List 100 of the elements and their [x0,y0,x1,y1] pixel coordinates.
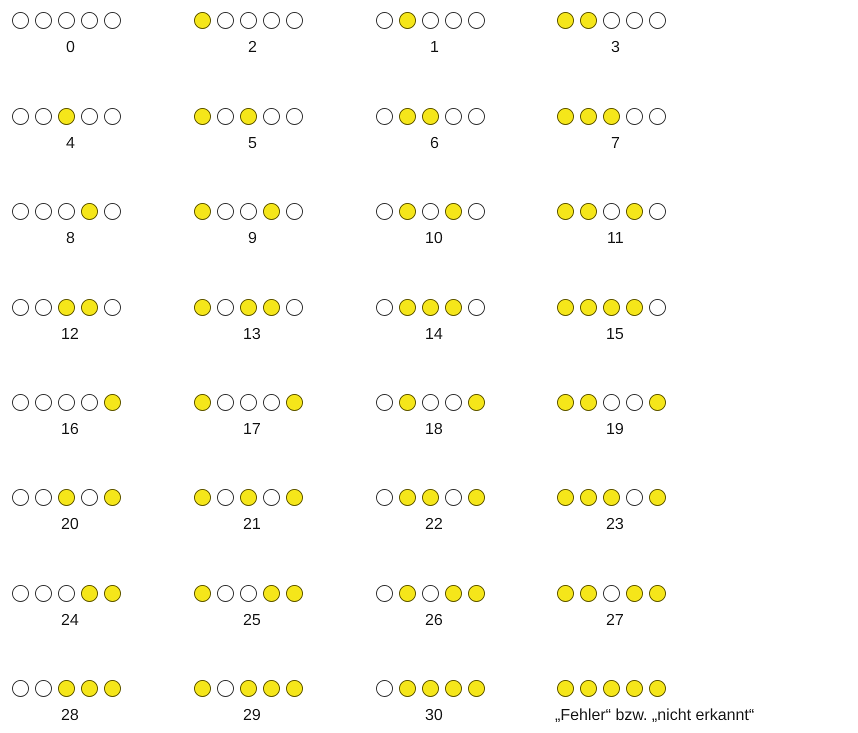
lit-led [194,12,211,29]
unlit-led [217,394,234,411]
unlit-led [626,108,643,125]
pattern-number: 0 [66,38,75,58]
unlit-led [376,203,393,220]
lit-led [104,489,121,506]
unlit-led [35,680,52,697]
lit-led [240,680,257,697]
pattern-number: 24 [61,611,79,631]
unlit-led [376,680,393,697]
pattern-number: 26 [425,611,443,631]
lit-led [626,680,643,697]
unlit-led [286,299,303,316]
unlit-led [286,12,303,29]
pattern-number: 29 [243,706,261,726]
pattern-number: 12 [61,325,79,345]
unlit-led [35,12,52,29]
lit-led [58,680,75,697]
pattern-number: 17 [243,420,261,440]
lit-led [580,680,597,697]
pattern-number: 3 [611,38,620,58]
pattern-number: 23 [606,515,624,535]
unlit-led [58,394,75,411]
lit-led [399,299,416,316]
unlit-led [58,12,75,29]
pattern-number: 10 [425,229,443,249]
unlit-led [376,12,393,29]
lit-led [240,108,257,125]
lit-led [194,203,211,220]
lit-led [603,108,620,125]
unlit-led [376,299,393,316]
unlit-led [445,12,462,29]
lit-led [557,203,574,220]
pattern-number: 4 [66,134,75,154]
lit-led [263,299,280,316]
unlit-led [649,203,666,220]
unlit-led [422,394,439,411]
lit-led [263,680,280,697]
unlit-led [35,394,52,411]
lit-led [557,299,574,316]
lit-led [399,203,416,220]
unlit-led [12,489,29,506]
lit-led [104,394,121,411]
lit-led [445,585,462,602]
lit-led [422,680,439,697]
unlit-led [263,12,280,29]
lit-led [263,203,280,220]
unlit-led [217,680,234,697]
unlit-led [240,203,257,220]
lit-led [557,489,574,506]
unlit-led [217,203,234,220]
unlit-led [35,489,52,506]
lit-led [603,680,620,697]
lit-led [580,489,597,506]
lit-led [399,680,416,697]
unlit-led [35,203,52,220]
lit-led [58,299,75,316]
pattern-number: 11 [607,229,624,249]
pattern-number: 19 [606,420,624,440]
lit-led [240,489,257,506]
unlit-led [468,12,485,29]
unlit-led [468,203,485,220]
unlit-led [35,299,52,316]
lit-led [557,680,574,697]
lit-led [649,394,666,411]
unlit-led [240,394,257,411]
lit-led [240,299,257,316]
unlit-led [649,299,666,316]
lit-led [580,394,597,411]
unlit-led [422,203,439,220]
lit-led [468,489,485,506]
lit-led [603,299,620,316]
pattern-number: 28 [61,706,79,726]
lit-led [580,203,597,220]
pattern-number: 18 [425,420,443,440]
unlit-led [445,108,462,125]
lit-led [580,585,597,602]
unlit-led [104,299,121,316]
lit-led [580,299,597,316]
unlit-led [58,585,75,602]
lit-led [286,585,303,602]
lit-led [468,585,485,602]
lit-led [194,299,211,316]
lit-led [194,108,211,125]
lit-led [399,489,416,506]
pattern-number: 5 [248,134,257,154]
lit-led [194,680,211,697]
unlit-led [603,585,620,602]
pattern-number: 7 [611,134,620,154]
lit-led [557,12,574,29]
unlit-led [376,585,393,602]
unlit-led [217,585,234,602]
pattern-number: 22 [425,515,443,535]
pattern-number: 2 [248,38,257,58]
unlit-led [376,489,393,506]
pattern-number: 15 [606,325,624,345]
unlit-led [263,108,280,125]
unlit-led [286,108,303,125]
pattern-number: 13 [243,325,261,345]
unlit-led [58,203,75,220]
